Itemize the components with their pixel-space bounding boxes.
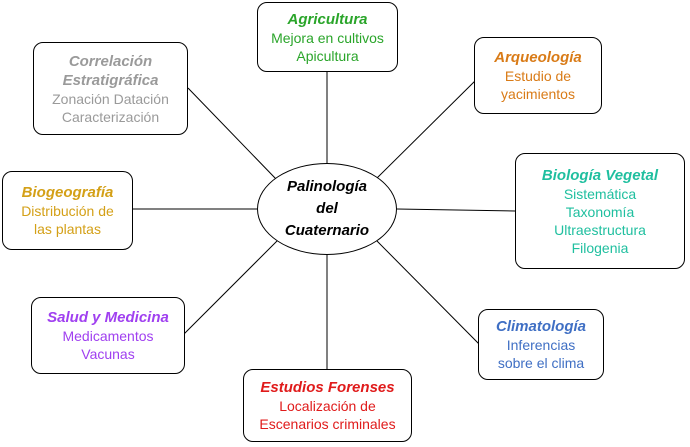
central-topic-line: Palinología <box>286 178 367 195</box>
node-agricultura: Agricultura Mejora en cultivos Apicultur… <box>257 2 398 72</box>
connector-biologia-vegetal <box>396 208 516 212</box>
node-title: Salud y Medicina <box>47 309 169 326</box>
node-item: Medicamentos <box>62 328 154 344</box>
node-title: Estratigráfica <box>62 71 159 89</box>
node-item: Estudio de <box>504 68 572 84</box>
node-item: Sistemática <box>563 185 637 202</box>
node-item: Taxonomía <box>565 203 635 220</box>
node-title: Climatología <box>495 318 586 335</box>
connector-arqueologia <box>376 77 479 179</box>
node-item: Mejora en cultivos <box>271 29 384 46</box>
node-item: Distribución de <box>21 203 114 219</box>
connector-climatologia <box>376 240 482 347</box>
node-item: Apicultura <box>296 47 359 64</box>
node-item: las plantas <box>34 221 101 237</box>
node-biologia-vegetal: Biología Vegetal Sistemática Taxonomía U… <box>515 153 685 269</box>
central-topic-node: Palinología del Cuaternario <box>257 163 397 255</box>
node-title: Biología Vegetal <box>541 166 659 184</box>
node-item: Localización de <box>279 398 376 414</box>
node-estudios-forenses: Estudios Forenses Localización de Escena… <box>243 369 412 442</box>
node-title: Agricultura <box>287 10 368 28</box>
node-title: Biogeografía <box>21 184 114 201</box>
node-item: Vacunas <box>81 346 135 362</box>
node-climatologia: Climatología Inferencias sobre el clima <box>478 309 604 380</box>
node-title: Estudios Forenses <box>260 379 395 396</box>
node-title: Correlación <box>68 52 153 70</box>
node-item: Escenarios criminales <box>259 416 396 432</box>
node-title: Arqueología <box>494 49 582 66</box>
node-item: Inferencias <box>506 337 576 353</box>
connector-salud-medicina <box>183 240 278 335</box>
central-topic-line: Cuaternario <box>284 222 370 239</box>
node-item: Zonación Datación <box>52 90 169 107</box>
node-item: Caracterización <box>61 108 160 125</box>
central-topic-line: del <box>316 200 338 217</box>
node-arqueologia: Arqueología Estudio de yacimientos <box>474 37 602 114</box>
node-salud-medicina: Salud y Medicina Medicamentos Vacunas <box>31 297 185 374</box>
node-correlacion-estratigrafica: Correlación Estratigráfica Zonación Data… <box>33 42 188 135</box>
node-item: sobre el clima <box>497 355 585 371</box>
connector-correlacion <box>187 87 277 180</box>
node-item: Filogenia <box>571 239 629 256</box>
node-item: Ultraestructura <box>554 221 646 238</box>
node-item: yacimientos <box>501 86 575 102</box>
node-biogeografia: Biogeografía Distribución de las plantas <box>2 171 133 250</box>
